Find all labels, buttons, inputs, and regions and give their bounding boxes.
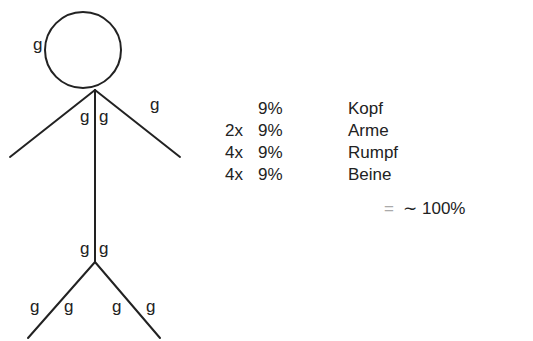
body-part: Beine: [348, 166, 391, 183]
multiplier: 4x: [225, 144, 243, 161]
right-leg: [95, 262, 160, 338]
body-part: Kopf: [348, 100, 383, 117]
region-mark: g: [80, 108, 89, 125]
body-part: Rumpf: [348, 144, 398, 161]
percent-value: 9%: [258, 100, 283, 117]
trunk-line: [94, 90, 96, 262]
equals-sign: =: [384, 200, 394, 217]
percent-value: 9%: [258, 122, 283, 139]
multiplier: 4x: [225, 166, 243, 183]
region-mark: g: [146, 298, 155, 315]
region-mark: g: [150, 96, 159, 113]
right-arm: [95, 90, 180, 157]
total-value: ∼ 100%: [403, 200, 465, 217]
left-arm: [10, 90, 95, 157]
region-mark: g: [112, 298, 121, 315]
multiplier: 2x: [225, 122, 243, 139]
percent-value: 9%: [258, 144, 283, 161]
body-part: Arme: [348, 122, 389, 139]
region-mark: g: [30, 298, 39, 315]
percent-value: 9%: [258, 166, 283, 183]
region-mark: g: [80, 240, 89, 257]
left-leg: [28, 262, 95, 338]
region-mark: g: [64, 298, 73, 315]
region-mark: g: [33, 36, 42, 53]
head-circle: [45, 12, 121, 88]
region-mark: g: [99, 240, 108, 257]
region-mark: g: [99, 108, 108, 125]
